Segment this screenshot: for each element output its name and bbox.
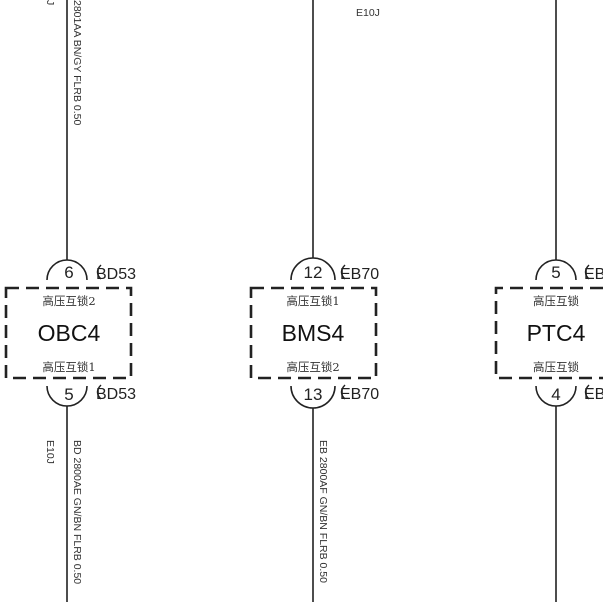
connector-bottom-bracket	[96, 384, 102, 400]
connector-bottom-label: EB	[584, 386, 603, 403]
pin-top-number: 6	[64, 263, 73, 282]
connector-top-bracket	[584, 264, 590, 280]
pin-top-arc	[290, 257, 336, 281]
pin-bottom-number: 4	[551, 385, 560, 404]
pin-top-arc	[46, 259, 88, 281]
bms-bottom-wire-label: EB 2800AF GN/BN FLRB 0.50	[317, 440, 329, 583]
component-name: PTC4	[527, 320, 586, 346]
component-name: BMS4	[282, 320, 345, 346]
obc-bottom-wire-label: BD 2800AE GN/BN FLRB 0.50	[71, 440, 83, 584]
connector-bottom-bracket	[340, 384, 346, 400]
component-box	[4, 286, 133, 380]
component-box	[494, 286, 603, 380]
pin-top-arc	[535, 259, 577, 281]
connector-top-bracket	[340, 264, 346, 280]
pin-bottom-arc	[535, 385, 577, 407]
pin-bottom-number: 5	[64, 385, 73, 404]
signal-top-label: 高压互锁2	[42, 294, 95, 308]
signal-bottom-label: 高压互锁1	[42, 360, 95, 374]
connector-bottom-label: EB70	[340, 386, 379, 403]
signal-top-label: 高压互锁1	[286, 294, 339, 308]
pin-bottom-arc	[46, 385, 88, 407]
connector-bottom-bracket	[584, 384, 590, 400]
signal-bottom-label: 高压互锁2	[286, 360, 339, 374]
pin-bottom-number: 13	[304, 385, 323, 404]
obc-bottom-splice-label: E10J	[44, 440, 56, 464]
connector-top-label: EB70	[340, 266, 379, 283]
connector-top-label: EB	[584, 266, 603, 283]
component-obc4: 6 BD53 高压互锁2 OBC4 高压互锁1 5 BD53	[4, 259, 136, 407]
pin-bottom-arc	[290, 385, 336, 409]
pin-top-number: 12	[304, 263, 323, 282]
connector-top-bracket	[96, 264, 102, 280]
obc-top-wire-label: 2801AA BN/GY FLRB 0.50	[71, 0, 83, 125]
obc-top-prefix: J	[44, 0, 56, 5]
component-box	[249, 286, 378, 380]
component-ptc4: 5 EB 高压互锁 PTC4 高压互锁 4 EB	[494, 259, 603, 407]
component-name: OBC4	[38, 320, 101, 346]
signal-top-label: 高压互锁	[533, 294, 579, 308]
signal-bottom-label: 高压互锁	[533, 360, 579, 374]
bms-top-splice-label: E10J	[356, 7, 380, 19]
component-bms4: 12 EB70 高压互锁1 BMS4 高压互锁2 13 EB70	[249, 257, 379, 409]
pin-top-number: 5	[551, 263, 560, 282]
connector-top-label: BD53	[96, 266, 136, 283]
connector-bottom-label: BD53	[96, 386, 136, 403]
